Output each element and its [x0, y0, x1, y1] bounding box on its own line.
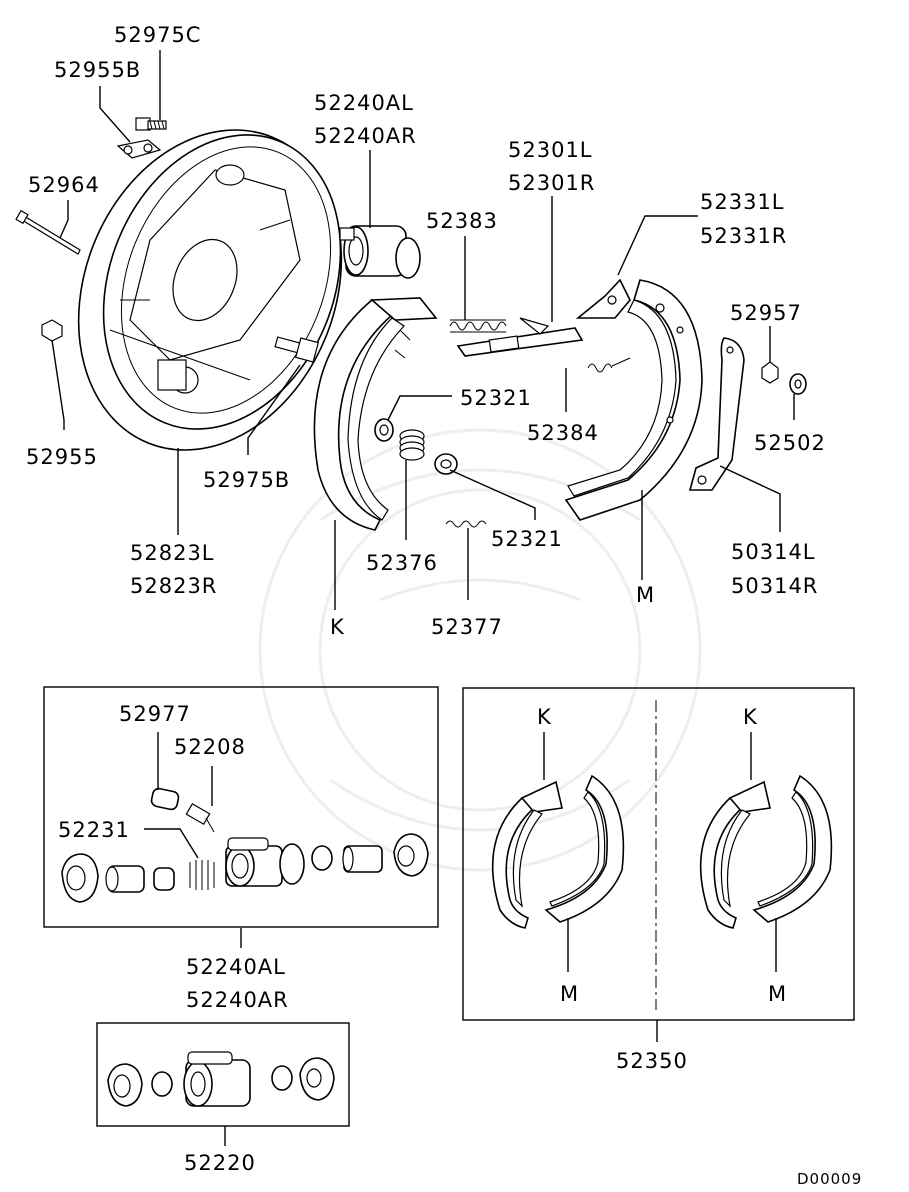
- box-wheel-cylinder-kit: [43, 686, 439, 948]
- label-52955: 52955: [26, 445, 98, 469]
- brake-shoe-K: [313, 297, 438, 531]
- label-52384: 52384: [527, 421, 599, 445]
- spring-52383: [449, 319, 507, 333]
- label-box-52240AL: 52240AL: [186, 955, 286, 979]
- bolt-52975B: [274, 336, 320, 363]
- diagram-code: D00009: [797, 1170, 862, 1187]
- label-52502: 52502: [754, 431, 826, 455]
- label-52331R: 52331R: [700, 224, 787, 248]
- label-K-top: K: [330, 615, 345, 639]
- label-52975B: 52975B: [203, 468, 290, 492]
- box-cylinder-52220: [96, 1022, 350, 1146]
- label-box-52240AR: 52240AR: [186, 988, 289, 1012]
- leader-lines-top: [51, 50, 795, 610]
- label-52301R: 52301R: [508, 171, 595, 195]
- clip-52957: [761, 361, 779, 384]
- washer-52502: [789, 373, 807, 395]
- label-52301L: 52301L: [508, 138, 593, 162]
- spring-52377: [445, 520, 487, 528]
- label-52220: 52220: [184, 1151, 256, 1175]
- label-52240AL: 52240AL: [314, 91, 414, 115]
- label-52240AR: 52240AR: [314, 124, 417, 148]
- cup-52321b: [434, 453, 458, 475]
- spring-52376: [399, 429, 425, 461]
- label-52957: 52957: [730, 301, 802, 325]
- lever-52331: [575, 278, 631, 319]
- wheel-cylinder-top: [339, 225, 421, 279]
- part-labels: 52975C 52955B 52240AL 52240AR 52301L 523…: [26, 23, 862, 1188]
- label-52964: 52964: [28, 173, 100, 197]
- bracket-52955B: [116, 139, 162, 159]
- label-52231: 52231: [58, 818, 130, 842]
- label-M-left: M: [560, 982, 579, 1006]
- label-M-right: M: [768, 982, 787, 1006]
- backing-plate: [77, 129, 343, 451]
- label-52376: 52376: [366, 551, 438, 575]
- label-K-right: K: [743, 705, 758, 729]
- label-50314L: 50314L: [731, 540, 816, 564]
- label-52823L: 52823L: [130, 541, 215, 565]
- cup-52321a: [374, 418, 394, 442]
- label-52975C: 52975C: [114, 23, 201, 47]
- label-52823R: 52823R: [130, 574, 217, 598]
- label-K-left: K: [537, 705, 552, 729]
- spring-52384: [587, 357, 631, 373]
- label-52321-upper: 52321: [460, 386, 532, 410]
- label-52321-lower: 52321: [491, 527, 563, 551]
- brake-shoe-M: [564, 279, 703, 521]
- nut-52955: [41, 319, 63, 342]
- bleeder-52975C: [135, 117, 167, 131]
- label-52383: 52383: [426, 209, 498, 233]
- label-52977: 52977: [119, 702, 191, 726]
- strut-52301: [456, 317, 584, 357]
- label-52377: 52377: [431, 615, 503, 639]
- label-50314R: 50314R: [731, 574, 818, 598]
- label-52955B: 52955B: [54, 58, 141, 82]
- parking-lever-50314: [688, 337, 745, 491]
- pin-52964: [15, 209, 81, 255]
- label-M-top: M: [636, 583, 655, 607]
- label-52350: 52350: [616, 1049, 688, 1073]
- box-shoe-set: [462, 687, 855, 1042]
- label-52331L: 52331L: [700, 190, 785, 214]
- label-52208: 52208: [174, 735, 246, 759]
